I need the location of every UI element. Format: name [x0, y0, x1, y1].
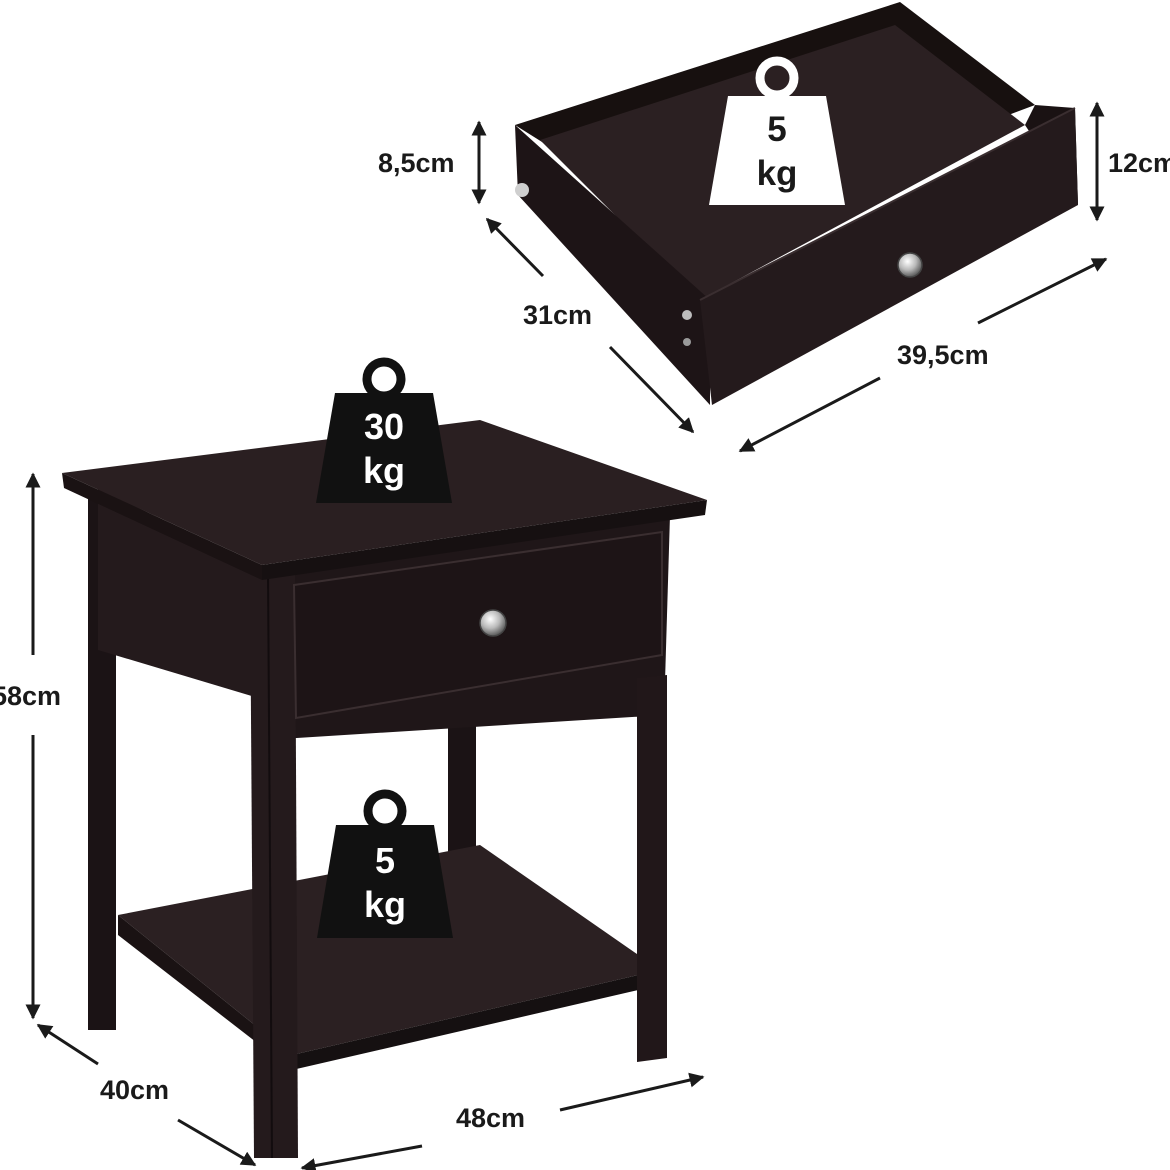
table-height-label: 58cm [0, 681, 61, 711]
table-depth-label: 40cm [100, 1075, 169, 1105]
table-depth-arrow-upper [36, 1023, 99, 1066]
weight-icon [317, 789, 453, 938]
drawer-runner-wheel [515, 183, 529, 197]
weight-icon [709, 56, 845, 205]
drawer-dimensions: 8,5cm 12cm 31cm 39,5cm [378, 101, 1170, 453]
drawer-inner-height-label: 8,5cm [378, 148, 455, 178]
table-depth-arrow-lower [177, 1118, 257, 1167]
table-leg-front-right [637, 675, 667, 1062]
table-dimensions: 58cm 40cm 48cm [0, 472, 705, 1170]
table-drawer-front [292, 530, 663, 720]
drawer-weight-badge: 5 kg [709, 56, 845, 205]
table-leg-front-left [250, 570, 298, 1158]
drawer-width-arrow-lower [738, 376, 881, 453]
drawer-width-arrow-upper [977, 257, 1108, 325]
drawer-front-height-label: 12cm [1108, 148, 1170, 178]
top-load-unit: kg [363, 450, 405, 491]
table-width-label: 48cm [456, 1103, 525, 1133]
drawer-front-panel [700, 108, 1078, 405]
top-load-amount: 30 [364, 406, 404, 447]
drawer-depth-arrow-lower [608, 345, 695, 434]
screw-icon [682, 310, 692, 320]
drawer-knob [897, 252, 923, 278]
shelf-weight-badge: 5 kg [317, 789, 453, 938]
drawer-depth-arrow-upper [485, 217, 545, 278]
drawer-load-amount: 5 [767, 110, 786, 149]
table-width-arrow-upper [559, 1072, 705, 1112]
bedside-table [62, 420, 707, 1159]
top-weight-badge: 30 kg [316, 357, 452, 503]
drawer-side-panel [515, 125, 710, 405]
screw-icon [683, 338, 691, 346]
table-drawer-knob [479, 609, 507, 637]
drawer-width-label: 39,5cm [897, 340, 989, 370]
shelf-load-unit: kg [364, 884, 406, 925]
drawer-load-unit: kg [757, 154, 798, 193]
drawer-depth-label: 31cm [523, 300, 592, 330]
weight-icon [316, 357, 452, 503]
shelf-load-amount: 5 [375, 840, 395, 881]
table-width-arrow-lower [300, 1144, 423, 1170]
